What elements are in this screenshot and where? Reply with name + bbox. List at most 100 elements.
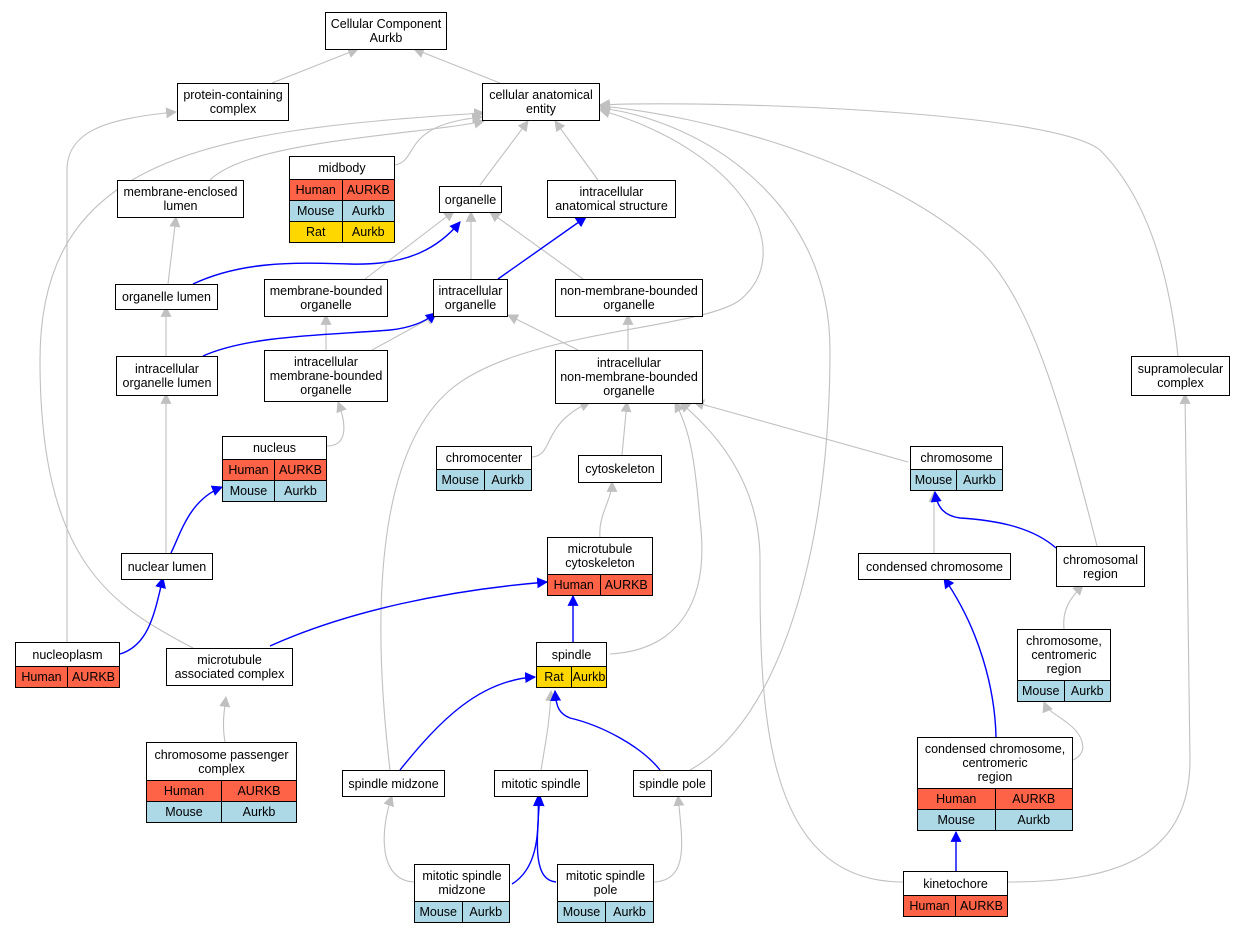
edge-cytoskeleton-inmbo <box>620 400 632 456</box>
node-label: intracellular non-membrane-bounded organ… <box>560 356 698 398</box>
edge-np-pcc <box>66 107 178 642</box>
gene-cell: Aurkb <box>605 902 653 922</box>
edge-ccr2-ccr <box>1042 700 1084 761</box>
node-sp[interactable]: spindle pole <box>633 770 712 797</box>
node-cc[interactable]: condensed chromosome <box>858 553 1011 580</box>
species-cell: Human <box>147 781 221 801</box>
edge-cr-chromosome <box>930 490 1057 549</box>
node-mel[interactable]: membrane-enclosed lumen <box>117 180 244 218</box>
node-label: cellular anatomical entity <box>489 88 593 116</box>
node-label: non-membrane-bounded organelle <box>560 284 698 312</box>
edge-chromocenter-inmbo <box>531 401 591 458</box>
edge-mac-mtc <box>269 577 549 647</box>
node-io[interactable]: intracellular organelle <box>433 279 508 317</box>
node-smc[interactable]: supramolecular complex <box>1131 356 1230 396</box>
node-pcc[interactable]: protein-containing complex <box>177 83 289 121</box>
node-imbo[interactable]: intracellular membrane-bounded organelle <box>264 350 388 402</box>
node-smz[interactable]: spindle midzone <box>342 770 445 797</box>
node-iol[interactable]: intracellular organelle lumen <box>116 356 218 396</box>
node-label: membrane-bounded organelle <box>269 284 383 312</box>
gene-cell: AURKB <box>599 575 652 595</box>
gene-cell: Aurkb <box>483 470 531 490</box>
node-mbo[interactable]: membrane-bounded organelle <box>264 279 388 317</box>
node-label: intracellular organelle lumen <box>122 362 212 390</box>
edge-msp-ms <box>533 794 557 883</box>
node-cae[interactable]: cellular anatomical entity <box>482 83 600 121</box>
edge-iol-io <box>202 312 437 357</box>
species-cell: Mouse <box>911 470 956 490</box>
node-ccr2[interactable]: condensed chromosome, centromeric region… <box>917 737 1073 831</box>
node-label: midbody <box>318 161 366 175</box>
node-label: mitotic spindle pole <box>565 869 646 897</box>
edge-nucleus-imbo <box>326 400 347 447</box>
node-ms[interactable]: mitotic spindle <box>494 770 588 797</box>
node-root[interactable]: Cellular Component Aurkb <box>325 12 447 50</box>
node-ias[interactable]: intracellular anatomical structure <box>547 180 676 218</box>
node-cytoskeleton[interactable]: cytoskeleton <box>578 455 662 483</box>
species-cell: Rat <box>290 222 342 242</box>
species-cell: Rat <box>537 667 571 687</box>
edge-smc-cae <box>598 99 1179 357</box>
species-cell: Human <box>223 460 274 480</box>
node-mac[interactable]: microtubule associated complex <box>166 648 293 686</box>
edge-io-ias <box>497 216 587 280</box>
node-nl[interactable]: nuclear lumen <box>121 553 213 580</box>
node-label: cytoskeleton <box>585 462 655 476</box>
edge-nmbo-organelle <box>489 211 584 280</box>
node-label: nucleus <box>252 441 297 455</box>
gene-cell: AURKB <box>955 896 1007 916</box>
edge-midbody-cae <box>394 112 484 166</box>
gene-cell: Aurkb <box>956 470 1002 490</box>
node-label: mitotic spindle <box>501 776 581 791</box>
edge-ol-organelle <box>192 221 461 285</box>
node-organelle[interactable]: organelle <box>439 186 502 213</box>
node-label: spindle pole <box>639 776 706 791</box>
species-cell: Human <box>16 667 67 687</box>
gene-cell: AURKB <box>994 789 1072 809</box>
node-label: condensed chromosome, centromeric region <box>924 742 1066 784</box>
node-label: organelle lumen <box>122 290 211 304</box>
node-label: intracellular organelle <box>438 284 503 312</box>
edge-pcc-root <box>271 47 360 84</box>
node-cr[interactable]: chromosomal region <box>1056 546 1145 587</box>
node-inmbo[interactable]: intracellular non-membrane-bounded organ… <box>555 350 703 404</box>
edge-sp-spindle <box>550 689 661 771</box>
edge-ccr2-cc <box>943 577 997 738</box>
edge-inmbo-io <box>507 314 579 351</box>
node-label: protein-containing complex <box>183 88 283 116</box>
gene-cell: Aurkb <box>341 201 394 221</box>
edge-cr-cae <box>598 101 1098 547</box>
gene-cell: Aurkb <box>994 810 1072 830</box>
node-ol[interactable]: organelle lumen <box>115 284 218 310</box>
node-label: chromosomal region <box>1062 552 1139 581</box>
node-nmbo[interactable]: non-membrane-bounded organelle <box>555 279 703 317</box>
edge-msm-ms <box>511 794 544 885</box>
edge-mel-cae <box>209 117 486 181</box>
